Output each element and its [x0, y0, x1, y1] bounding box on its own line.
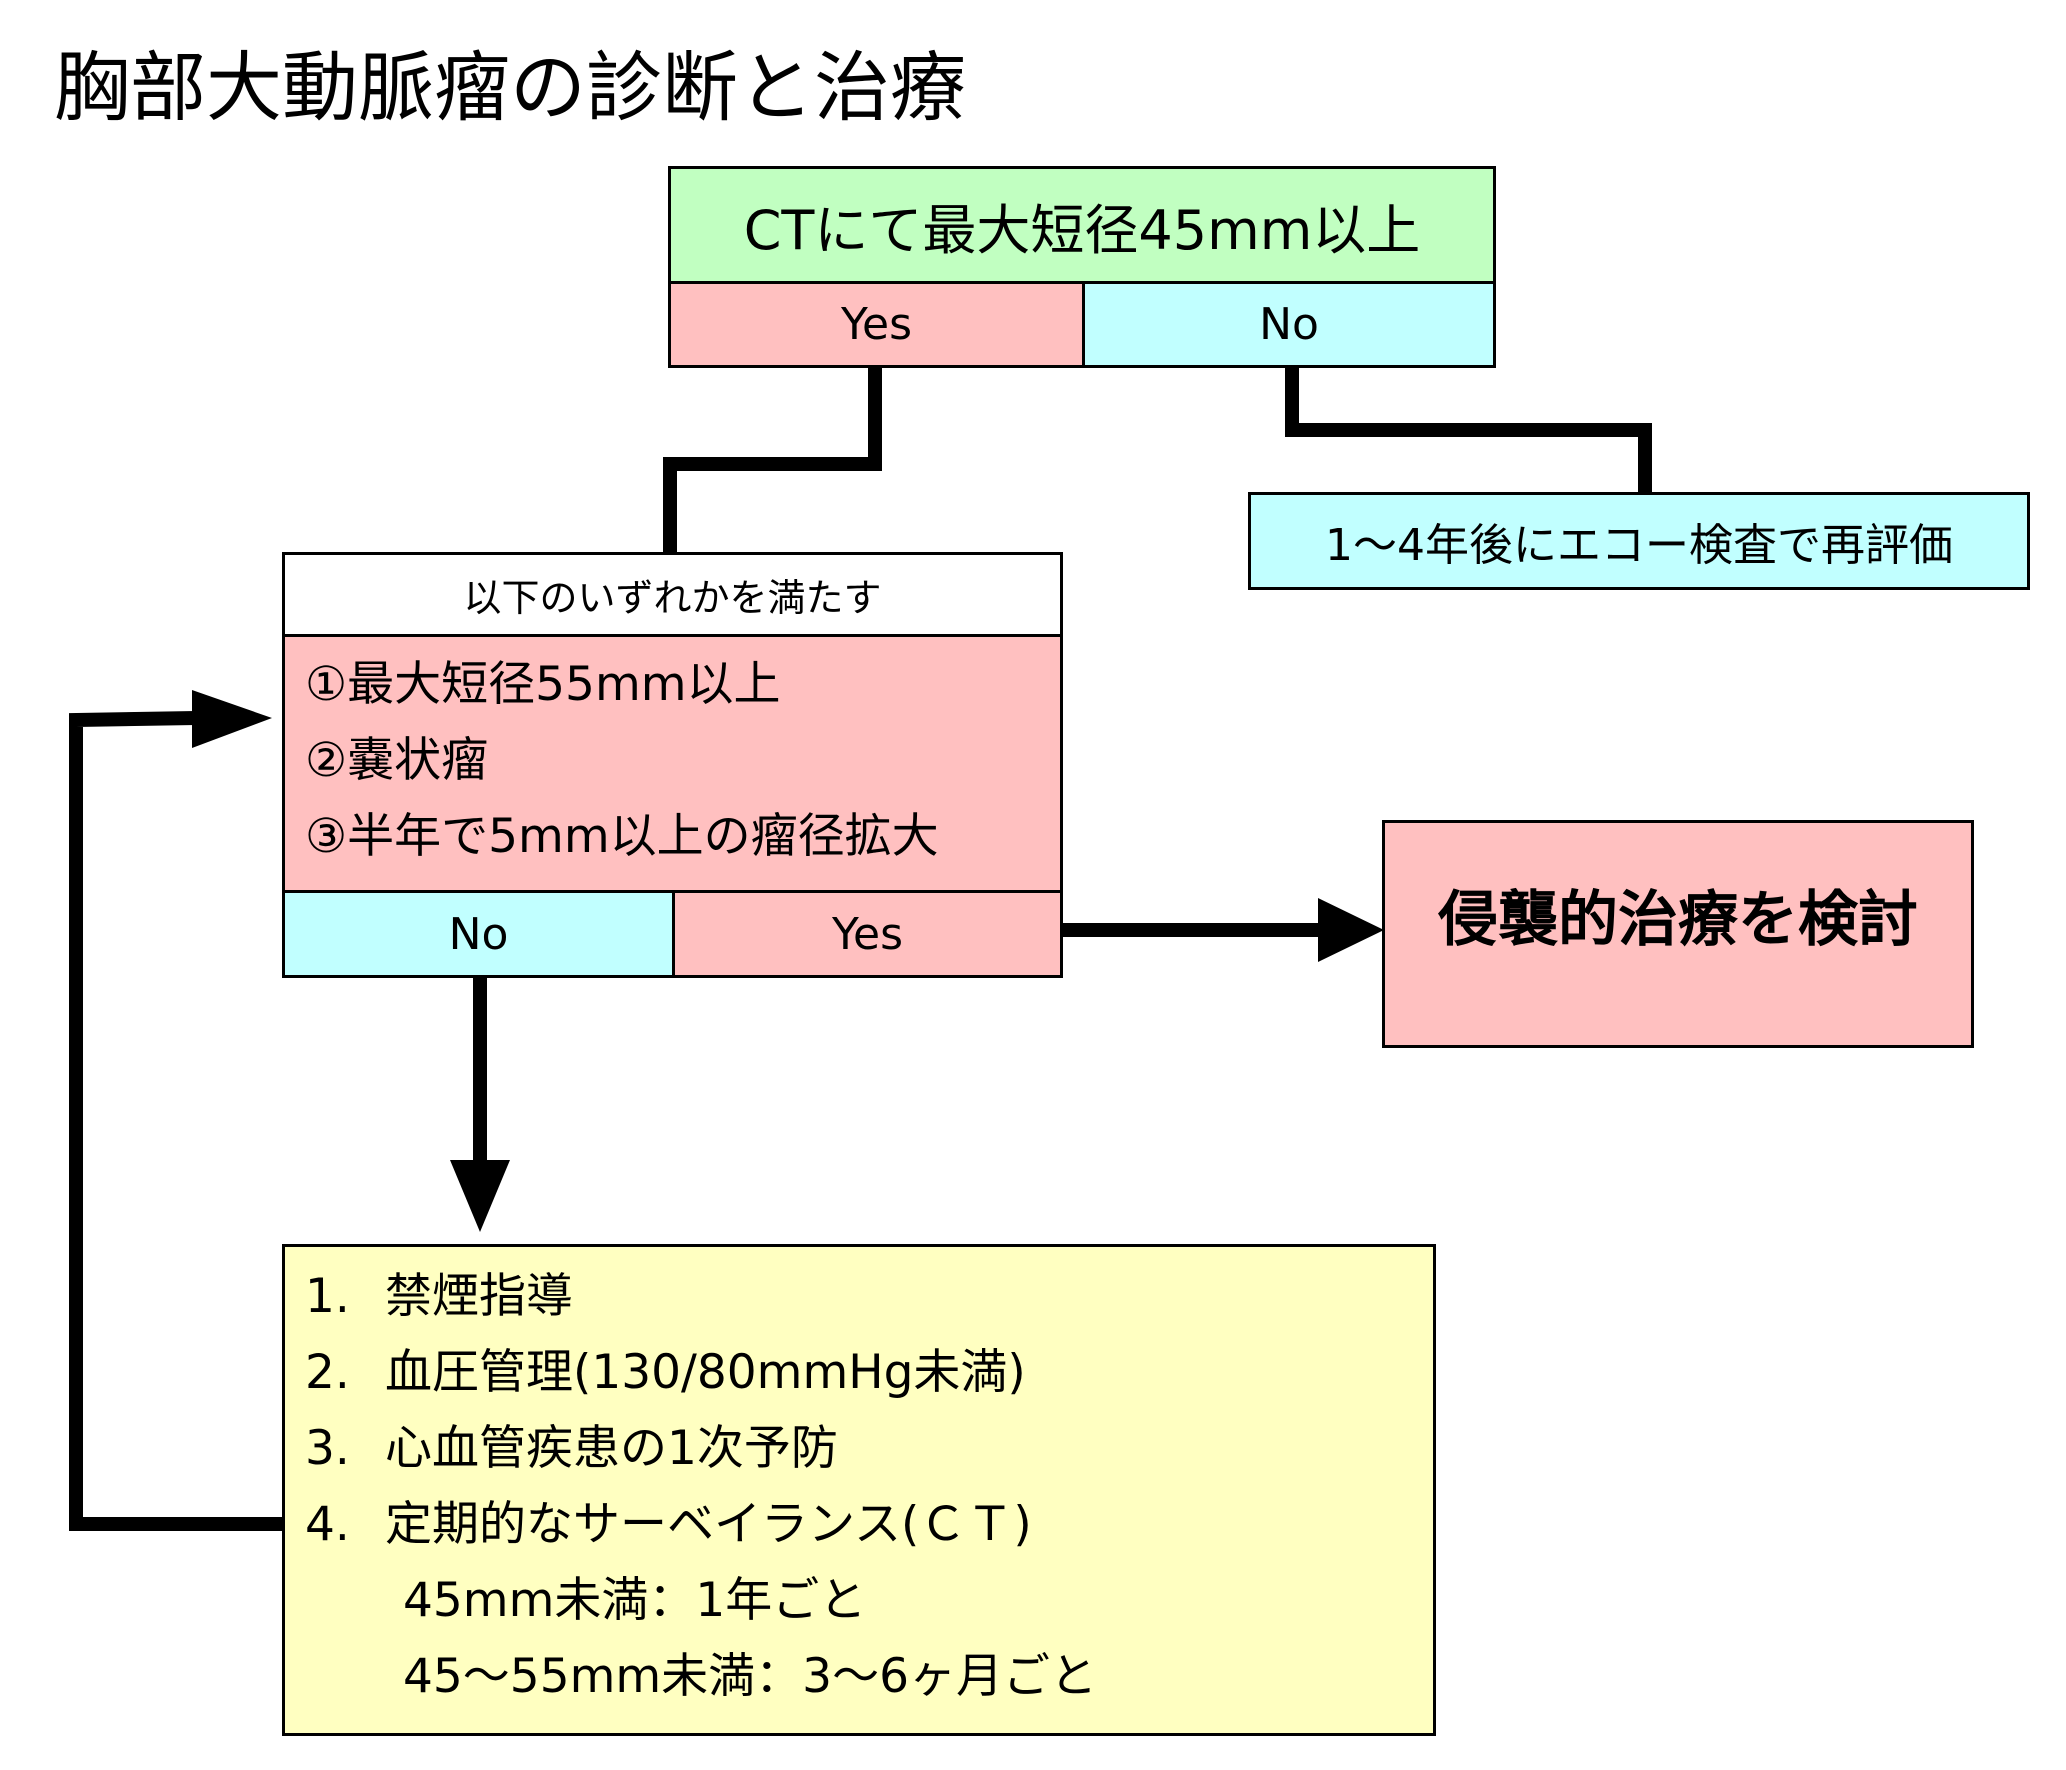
treatment-box: 侵襲的治療を検討 — [1382, 820, 1974, 1048]
decision-no-box: No — [1082, 281, 1496, 368]
measure-item: 1. 禁煙指導 — [305, 1259, 1433, 1335]
measure-item: 4. 定期的なサーベイランス(ＣＴ) — [305, 1487, 1433, 1563]
decision-yes-box: Yes — [668, 281, 1085, 368]
criteria-item: ③半年で5mm以上の瘤径拡大 — [305, 809, 939, 864]
measure-text: 心血管疾患の1次予防 — [385, 1421, 838, 1476]
surveillance-interval: 45〜55mm未満：3〜6ヶ月ごと — [403, 1649, 1097, 1704]
yes-branch-connector — [663, 366, 882, 552]
criteria-yes-box: Yes — [672, 890, 1063, 978]
feedback-loop-line — [69, 711, 286, 1531]
measure-text: 禁煙指導 — [385, 1269, 573, 1324]
criteria-item: ②嚢状瘤 — [305, 733, 489, 788]
measure-number: 2. — [305, 1345, 350, 1400]
measure-item: 2. 血圧管理(130/80mmHg未満) — [305, 1335, 1433, 1411]
echo-followup-box: 1〜4年後にエコー検査で再評価 — [1248, 492, 2030, 590]
page-title: 胸部大動脈瘤の診断と治療 — [54, 43, 966, 132]
criteria-no-box: No — [282, 890, 675, 978]
criteria-list-box: ①最大短径55mm以上 ②嚢状瘤 ③半年で5mm以上の瘤径拡大 — [282, 634, 1063, 893]
criteria-item: ①最大短径55mm以上 — [305, 657, 781, 712]
measure-number: 3. — [305, 1421, 350, 1476]
yes-to-treatment-arrowhead — [1318, 898, 1384, 962]
no-to-measures-arrowhead — [450, 1160, 510, 1232]
measure-number: 1. — [305, 1269, 350, 1324]
criteria-header-box: 以下のいずれかを満たす — [282, 552, 1063, 637]
measure-number: 4. — [305, 1497, 350, 1552]
measure-item: 3. 心血管疾患の1次予防 — [305, 1411, 1433, 1487]
surveillance-interval: 45mm未満：1年ごと — [403, 1573, 867, 1628]
decision-question-box: CTにて最大短径45mm以上 — [668, 166, 1496, 284]
feedback-loop-arrowhead — [192, 690, 272, 748]
no-branch-connector — [1285, 366, 1652, 498]
conservative-measures-box: 1. 禁煙指導 2. 血圧管理(130/80mmHg未満) 3. 心血管疾患の1次予防… — [282, 1244, 1436, 1736]
measure-text: 血圧管理(130/80mmHg未満) — [385, 1345, 1026, 1400]
measure-text: 定期的なサーベイランス(ＣＴ) — [385, 1497, 1032, 1552]
